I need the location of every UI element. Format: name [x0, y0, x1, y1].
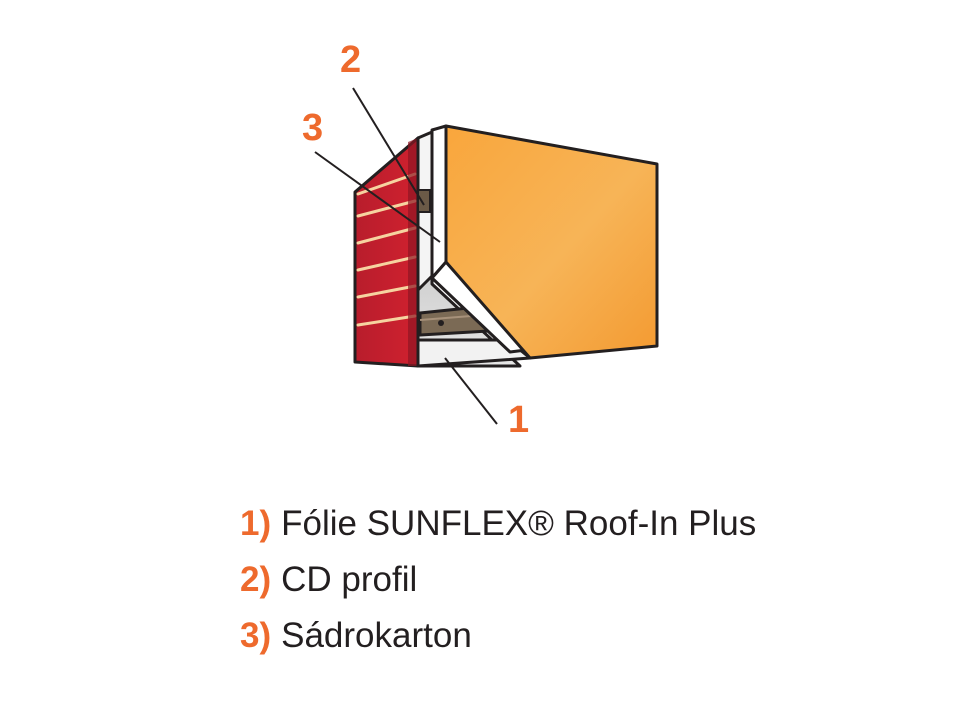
legend-number: 3) — [240, 616, 272, 655]
legend-number: 2) — [240, 560, 272, 599]
legend-number: 1) — [240, 504, 272, 543]
callout-1: 1 — [508, 399, 529, 441]
legend-label: Sádrokarton — [281, 616, 472, 655]
legend-label: Fólie SUNFLEX® Roof-In Plus — [281, 504, 757, 543]
plasterboard — [430, 124, 659, 360]
leader-lines — [314, 87, 498, 425]
callout-2: 2 — [340, 39, 361, 81]
callout-3: 3 — [302, 107, 323, 149]
legend-item-plasterboard: 3)Sádrokarton — [240, 608, 756, 664]
cd-profile-upper — [417, 189, 431, 213]
leader-2 — [352, 87, 425, 206]
leader-1 — [444, 357, 498, 425]
legend-item-foil: 1)Fólie SUNFLEX® Roof-In Plus — [240, 496, 756, 552]
legend-item-cd-profile: 2)CD profil — [240, 552, 756, 608]
leader-3 — [314, 151, 441, 243]
legend-label: CD profil — [281, 560, 418, 599]
legend: 1)Fólie SUNFLEX® Roof-In Plus 2)CD profi… — [240, 496, 756, 664]
brick-wall — [353, 136, 420, 368]
mortar-lines — [356, 172, 417, 327]
